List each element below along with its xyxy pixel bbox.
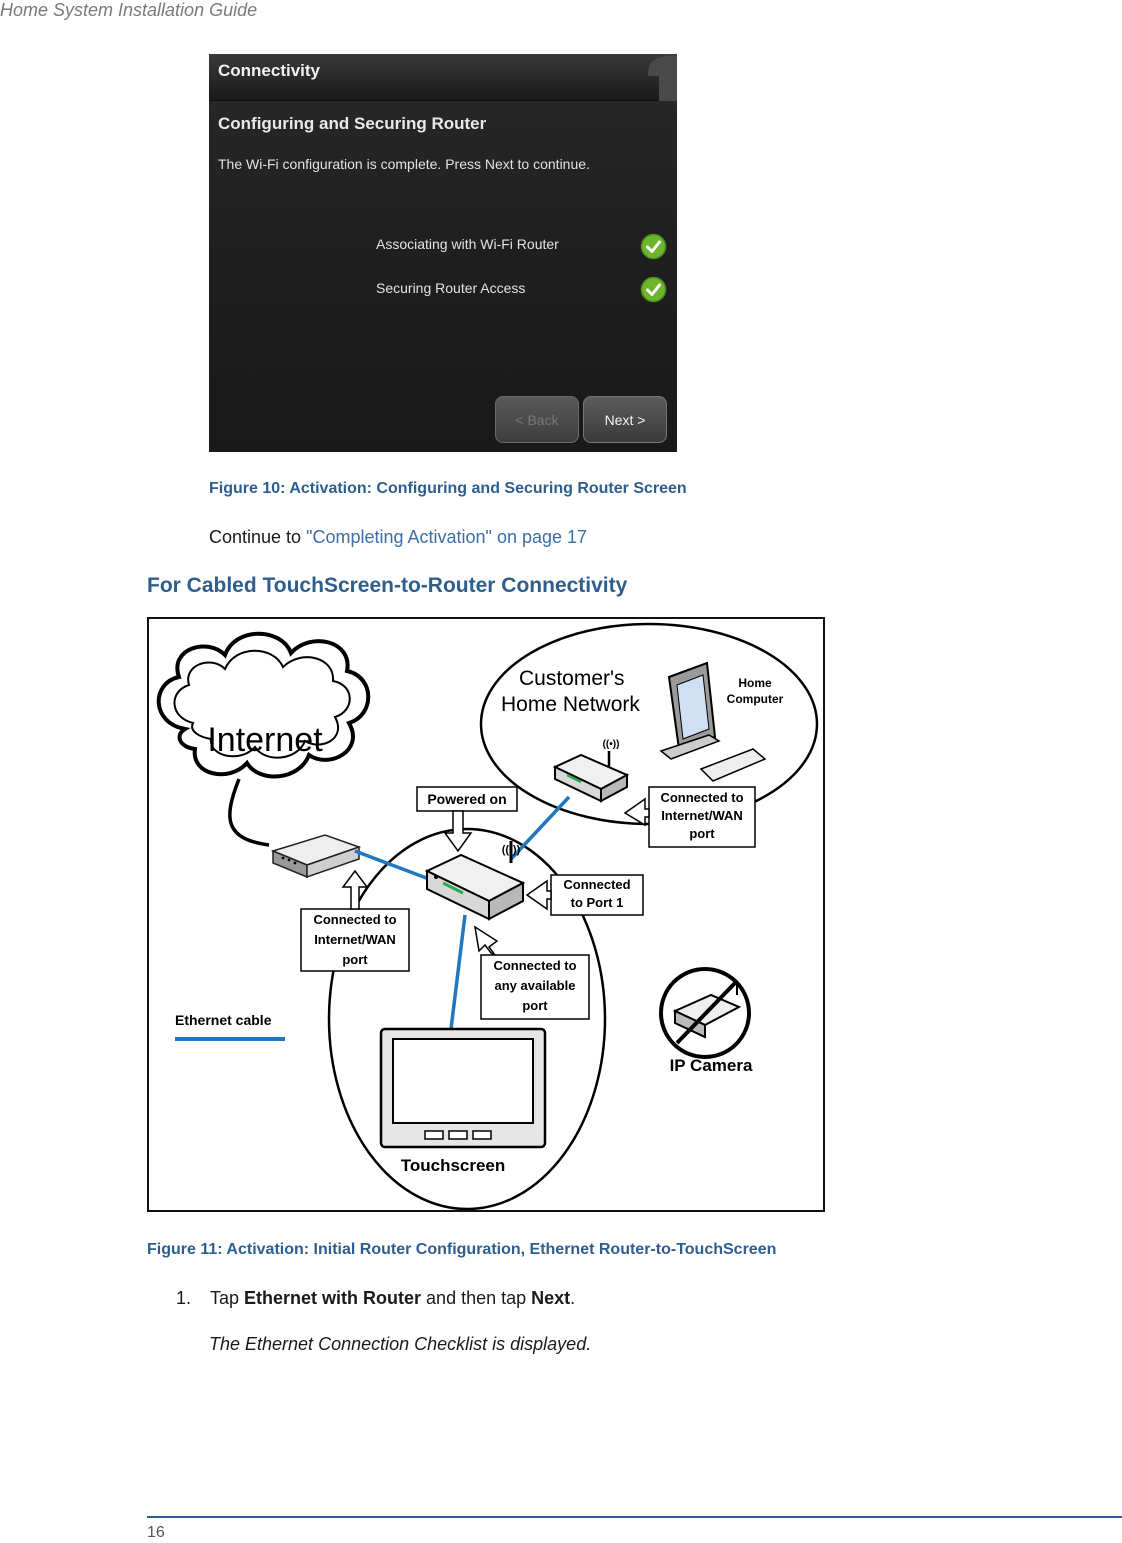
page-number: 16 [147,1524,165,1541]
check-icon [640,276,667,303]
callout-wan-left-line2: Internet/WAN [314,932,396,947]
network-diagram: Internet ((•)) ((•)) [147,617,825,1212]
step-securing-label: Securing Router Access [376,280,526,296]
svg-text:((•)): ((•)) [603,739,620,750]
internet-label: Internet [207,721,323,759]
instruction-step-1: 1.Tap Ethernet with Router and then tap … [176,1288,575,1309]
screen-heading: Configuring and Securing Router [218,114,487,133]
figure-10-caption: Figure 10: Activation: Configuring and S… [209,480,687,497]
connectivity-screen: Connectivity Configuring and Securing Ro… [209,54,677,452]
home-router-icon: ((•)) [552,739,630,803]
next-button-reference: Next [531,1288,571,1308]
callout-wan-left-line1: Connected to [313,912,396,927]
callout-powered-on: Powered on [427,791,506,807]
section-heading: For Cabled TouchScreen-to-Router Connect… [147,574,628,597]
completing-activation-link[interactable]: "Completing Activation" on page 17 [306,527,588,547]
callout-wan-top-line1: Connected to [660,790,743,805]
callout-any-port-line1: Connected to [493,958,576,973]
home-network-label-line1: Customer's [519,667,625,690]
callout-any-port-line3: port [522,998,548,1013]
step-text-middle: and then tap [421,1288,532,1308]
screen-message: The Wi-Fi configuration is complete. Pre… [218,156,590,172]
touchscreen-icon [379,1027,547,1149]
check-icon [640,233,667,260]
continue-paragraph: Continue to "Completing Activation" on p… [209,527,587,548]
callout-wan-left-line3: port [342,952,368,967]
footer-rule [147,1516,1122,1518]
internet-cloud-icon [156,631,371,779]
running-header: Home System Installation Guide [0,0,258,20]
svg-text:((•)): ((•)) [502,844,521,856]
callout-wan-top-line3: port [689,826,715,841]
ethernet-with-router-option: Ethernet with Router [244,1288,422,1308]
step-text-tap: Tap [210,1288,245,1308]
callout-wan-top-line2: Internet/WAN [661,808,743,823]
touchscreen-ellipse [327,827,607,1211]
home-computer-label-line1: Home [738,676,772,690]
step-number: 1. [176,1288,192,1308]
screen-titlebar: Connectivity [209,54,677,101]
home-computer-label-line2: Computer [727,692,784,706]
titlebar-decoration-icon [648,55,677,101]
touchscreen-label: Touchscreen [401,1156,506,1175]
screen-title: Connectivity [218,61,321,80]
step-result: The Ethernet Connection Checklist is dis… [209,1334,592,1354]
legend-ethernet-cable: Ethernet cable [175,1012,272,1028]
step-text-end: . [570,1288,576,1308]
next-button[interactable]: Next > [583,396,667,443]
ip-camera-icon [659,967,751,1059]
callout-any-port-line2: any available [495,978,576,993]
ip-camera-label: IP Camera [670,1056,753,1075]
home-network-label-line2: Home Network [501,693,640,716]
router-icon: ((•)) [424,841,526,921]
callout-port1-line2: to Port 1 [571,895,624,910]
continue-prefix: Continue to [209,527,307,547]
home-computer-icon [659,661,767,782]
back-button[interactable]: < Back [495,396,579,443]
modem-icon [270,834,362,879]
step-associating-label: Associating with Wi-Fi Router [376,236,559,252]
network-diagram-svg: Internet ((•)) ((•)) [156,622,819,1211]
callout-port1-line1: Connected [563,877,630,892]
figure-11-caption: Figure 11: Activation: Initial Router Co… [147,1241,777,1258]
